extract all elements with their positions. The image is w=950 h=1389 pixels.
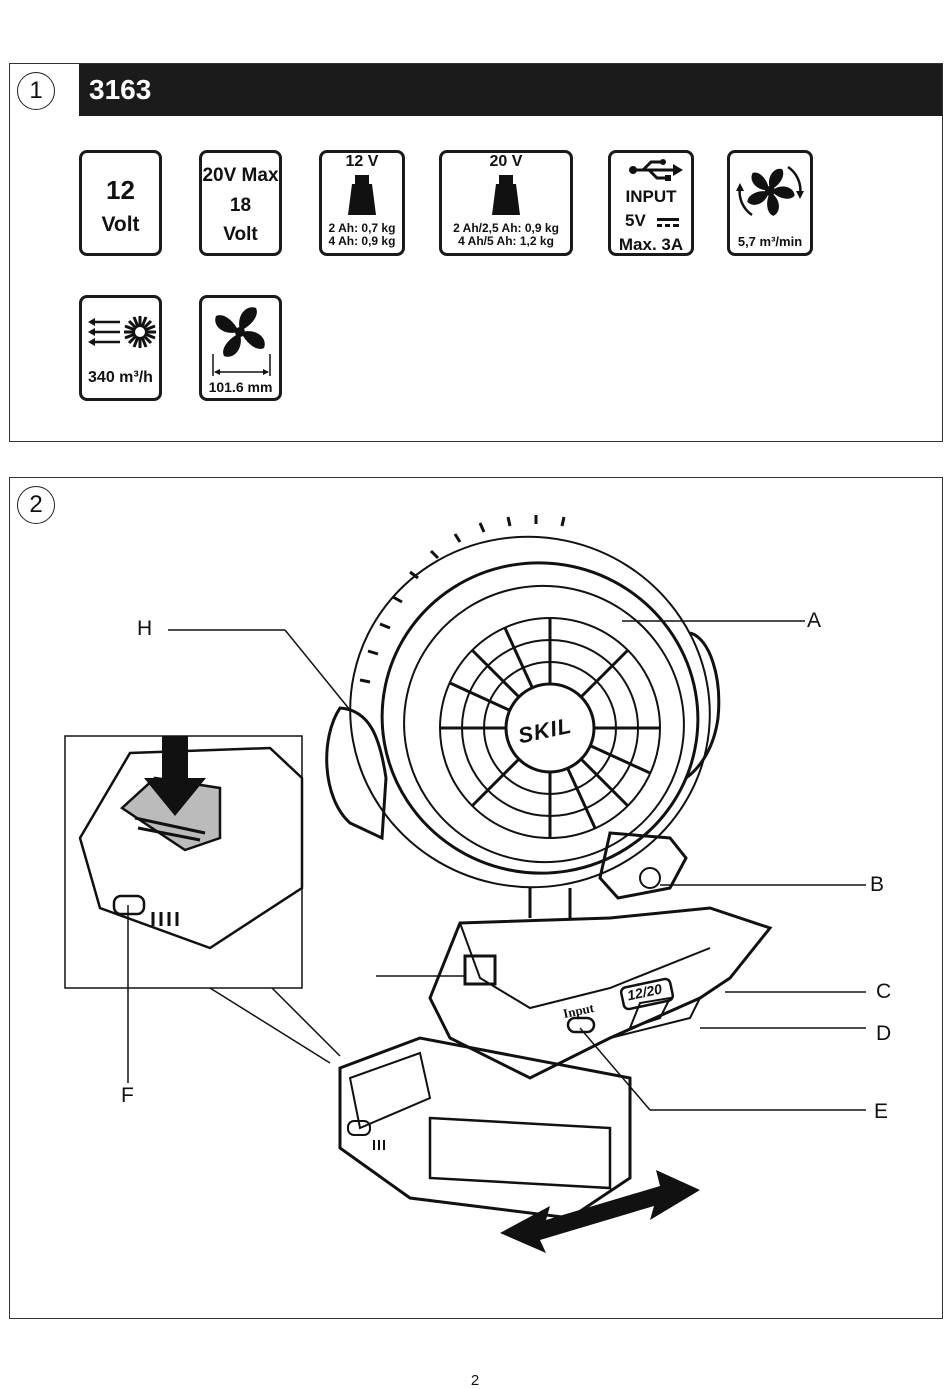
callout-c: C [876, 980, 892, 1003]
spec-airflow-min-label: 5,7 m³/min [737, 234, 803, 249]
spec-weight-12v-2ah: 2 Ah: 0,7 kg [328, 221, 396, 235]
figure-number: 2 [17, 486, 55, 524]
usb-icon [629, 159, 683, 181]
spec-12-volt: 12 Volt [79, 150, 162, 256]
fan-housing [349, 535, 711, 889]
callout-a: A [807, 609, 822, 632]
weight-icon [348, 175, 376, 215]
press-arrow-icon [144, 736, 206, 816]
model-title: 3163 [79, 64, 942, 116]
spec-usb-current: Max. 3A [618, 235, 684, 254]
spec-12-volt-value: 12 [106, 175, 135, 205]
spec-weight-20v-small: 2 Ah/2,5 Ah: 0,9 kg [453, 221, 559, 235]
spec-20v-max-nominal: 18 [229, 195, 252, 216]
spec-weight-20v-large: 4 Ah/5 Ah: 1,2 kg [458, 234, 554, 248]
spec-usb-input: INPUT 5V Max. 3A [608, 150, 694, 256]
page-number: 2 [470, 1372, 480, 1389]
callout-h: H [137, 617, 153, 640]
spec-usb-input-label: INPUT [625, 187, 677, 206]
slide-arrow-icon [500, 1170, 700, 1253]
weight-icon [492, 175, 520, 215]
figure-2-panel: 2 [9, 477, 943, 1319]
spec-weight-20v: 20 V 2 Ah/2,5 Ah: 0,9 kg 4 Ah/5 Ah: 1,2 … [439, 150, 573, 256]
spec-airflow-h: 340 m³/h [79, 295, 162, 401]
spec-weight-12v-4ah: 4 Ah: 0,9 kg [328, 234, 396, 248]
spec-fan-size: 101.6 mm [199, 295, 282, 401]
callout-f: F [121, 1084, 134, 1107]
spec-usb-voltage: 5V [625, 211, 646, 230]
fan-illustration [64, 515, 866, 1253]
callout-e: E [874, 1100, 889, 1123]
figure-1-panel: 1 3163 12 Volt 20V Max 18 Volt 12 V 2 Ah… [9, 63, 943, 442]
callout-d: D [876, 1022, 892, 1045]
dc-symbol-icon [657, 218, 679, 227]
spec-20v-max-label: 20V Max [202, 165, 279, 186]
spec-fan-size-label: 101.6 mm [208, 379, 273, 395]
spec-weight-12v: 12 V 2 Ah: 0,7 kg 4 Ah: 0,9 kg [319, 150, 405, 256]
callout-b: B [870, 873, 885, 896]
spec-airflow-min: 5,7 m³/min [727, 150, 813, 256]
spec-20v-max-unit: Volt [223, 224, 258, 245]
figure-number: 1 [17, 72, 55, 110]
spec-12-volt-unit: Volt [101, 213, 140, 236]
spec-airflow-h-label: 340 m³/h [88, 369, 153, 386]
rotating-fan-icon [736, 165, 804, 217]
airflow-icon [88, 316, 156, 348]
spec-weight-12v-header: 12 V [345, 153, 379, 170]
spec-20v-max: 20V Max 18 Volt [199, 150, 282, 256]
spec-weight-20v-header: 20 V [489, 153, 523, 170]
fan-icon [212, 307, 271, 376]
